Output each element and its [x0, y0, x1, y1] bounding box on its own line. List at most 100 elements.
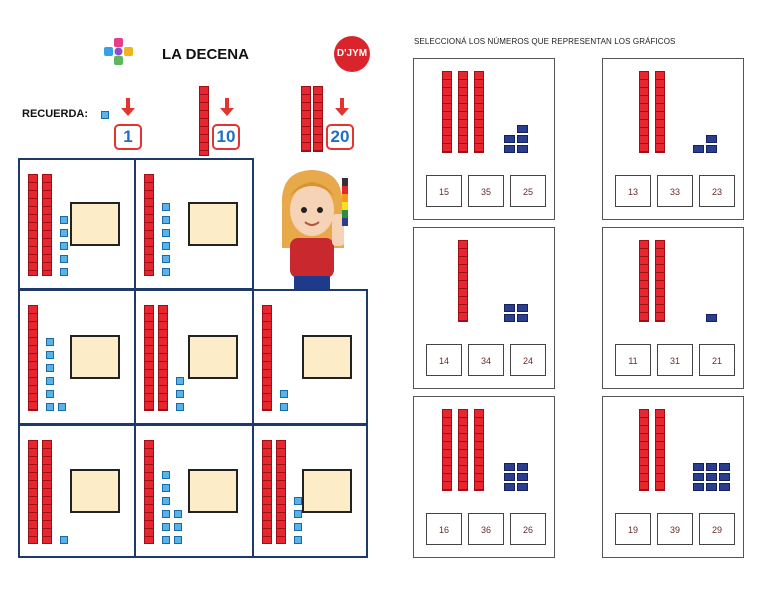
ten-rod — [442, 409, 452, 491]
ten-rod — [655, 240, 665, 322]
unit-block — [60, 255, 68, 263]
unit-block — [504, 145, 515, 153]
unit-block — [504, 483, 515, 491]
unit-block — [693, 483, 704, 491]
answer-option[interactable]: 23 — [699, 175, 735, 207]
answer-option[interactable]: 11 — [615, 344, 651, 376]
unit-block-icon — [101, 111, 109, 119]
answer-option[interactable]: 33 — [657, 175, 693, 207]
answer-box[interactable] — [70, 202, 120, 246]
unit-block — [294, 497, 302, 505]
unit-block — [706, 463, 717, 471]
answer-option[interactable]: 15 — [426, 175, 462, 207]
unit-block — [517, 314, 528, 322]
unit-block — [719, 483, 730, 491]
unit-block — [162, 255, 170, 263]
unit-block — [504, 304, 515, 312]
unit-block — [176, 403, 184, 411]
answer-option[interactable]: 35 — [468, 175, 504, 207]
unit-block — [706, 135, 717, 143]
unit-block — [706, 483, 717, 491]
answer-option[interactable]: 36 — [468, 513, 504, 545]
ten-rod — [639, 71, 649, 153]
unit-block — [517, 304, 528, 312]
answer-box[interactable] — [70, 335, 120, 379]
brand-logo: D'JYM — [334, 36, 370, 72]
ten-rod — [639, 240, 649, 322]
ten-rod-icon — [313, 86, 323, 152]
unit-block — [174, 536, 182, 544]
ten-rod — [28, 440, 38, 544]
answer-option[interactable]: 29 — [699, 513, 735, 545]
unit-block — [517, 145, 528, 153]
answer-option[interactable]: 16 — [426, 513, 462, 545]
unit-block — [60, 242, 68, 250]
grid-cell — [18, 424, 136, 558]
unit-block — [46, 377, 54, 385]
answer-option[interactable]: 19 — [615, 513, 651, 545]
answer-box[interactable] — [302, 469, 352, 513]
unit-block — [46, 364, 54, 372]
answer-option[interactable]: 39 — [657, 513, 693, 545]
unit-block — [280, 403, 288, 411]
unit-block — [162, 536, 170, 544]
answer-option[interactable]: 13 — [615, 175, 651, 207]
grid-cell — [134, 424, 254, 558]
unit-block — [719, 463, 730, 471]
unit-block — [719, 473, 730, 481]
unit-block — [294, 510, 302, 518]
unit-block — [517, 135, 528, 143]
ten-rod — [276, 440, 286, 544]
ten-rod — [42, 174, 52, 276]
unit-block — [280, 390, 288, 398]
unit-block — [162, 484, 170, 492]
unit-block — [706, 473, 717, 481]
unit-block — [162, 497, 170, 505]
answer-box[interactable] — [70, 469, 120, 513]
unit-block — [162, 471, 170, 479]
answer-box[interactable] — [188, 335, 238, 379]
ten-rod — [28, 174, 38, 276]
answer-option[interactable]: 24 — [510, 344, 546, 376]
ten-rod — [655, 409, 665, 491]
unit-block — [693, 145, 704, 153]
unit-block — [174, 523, 182, 531]
ten-rod — [474, 71, 484, 153]
ten-rod — [442, 71, 452, 153]
grid-cell — [252, 289, 368, 425]
unit-block — [162, 523, 170, 531]
answer-option[interactable]: 14 — [426, 344, 462, 376]
answer-option[interactable]: 21 — [699, 344, 735, 376]
unit-block — [176, 390, 184, 398]
unit-block — [517, 125, 528, 133]
answer-box[interactable] — [188, 202, 238, 246]
answer-box[interactable] — [188, 469, 238, 513]
ref-number-ten: 10 — [212, 124, 240, 150]
ten-rod — [144, 305, 154, 411]
arrow-down-icon — [121, 98, 135, 116]
answer-option[interactable]: 31 — [657, 344, 693, 376]
unit-block — [162, 203, 170, 211]
unit-block — [174, 510, 182, 518]
unit-block — [46, 390, 54, 398]
ten-rod-icon — [199, 86, 209, 156]
ref-number-one: 1 — [114, 124, 142, 150]
arrow-down-icon — [220, 98, 234, 116]
answer-option[interactable]: 34 — [468, 344, 504, 376]
unit-block — [294, 523, 302, 531]
ten-rod — [262, 440, 272, 544]
grid-cell — [18, 289, 136, 425]
girl-illustration — [272, 166, 364, 290]
unit-block — [60, 536, 68, 544]
answer-option[interactable]: 25 — [510, 175, 546, 207]
unit-block — [706, 314, 717, 322]
ten-rod — [158, 305, 168, 411]
answer-option[interactable]: 26 — [510, 513, 546, 545]
answer-box[interactable] — [302, 335, 352, 379]
ten-rod — [639, 409, 649, 491]
unit-block — [58, 403, 66, 411]
ten-rod — [42, 440, 52, 544]
